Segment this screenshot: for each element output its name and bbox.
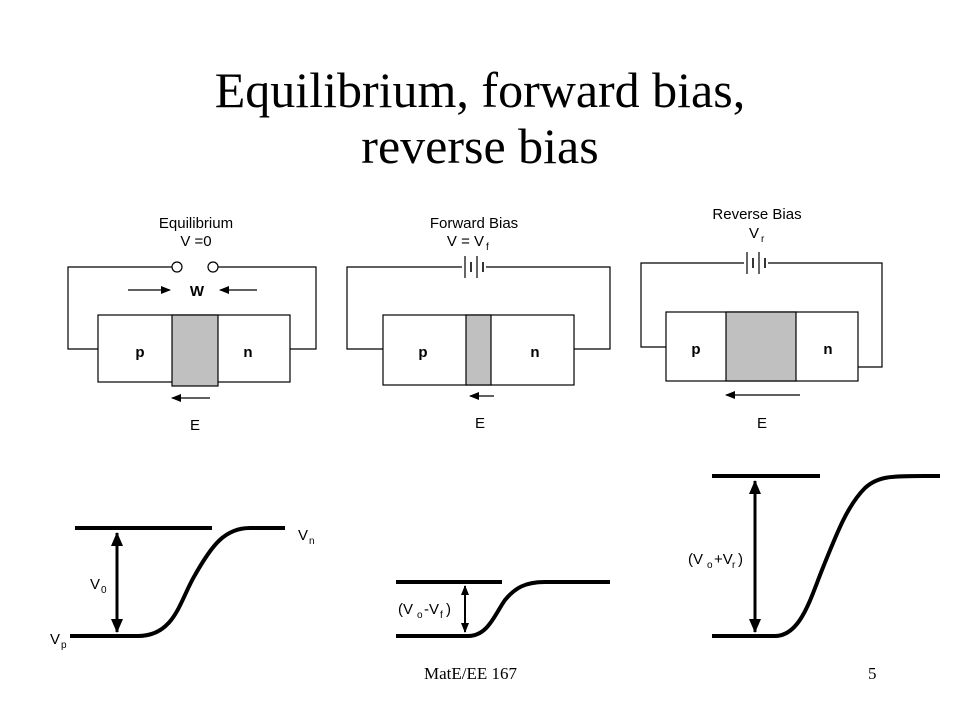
svg-text:(V: (V bbox=[688, 551, 703, 568]
svg-text:): ) bbox=[738, 551, 743, 568]
equilibrium-p-label: p bbox=[135, 344, 144, 361]
equilibrium-n-label: n bbox=[243, 344, 252, 361]
forward-voltage-sub: f bbox=[486, 242, 489, 253]
open-terminal-right-icon bbox=[207, 261, 219, 273]
footer-course: MatE/EE 167 bbox=[424, 664, 518, 683]
vn-label-sub: n bbox=[309, 536, 315, 547]
svg-text:o: o bbox=[707, 560, 713, 571]
v0-label: V bbox=[90, 576, 100, 593]
reverse-bias-panel: Reverse Bias V r p n E bbox=[640, 206, 883, 432]
equilibrium-circuit-wire bbox=[67, 266, 172, 350]
forward-barrier-label: (V o -V f ) bbox=[398, 601, 451, 621]
equilibrium-title: Equilibrium bbox=[159, 215, 233, 232]
vp-label: V bbox=[50, 631, 60, 648]
reverse-voltage-sub: r bbox=[761, 234, 765, 245]
reverse-voltage: V bbox=[749, 225, 759, 242]
reverse-barrier-label: (V o +V r ) bbox=[688, 551, 743, 571]
svg-text:r: r bbox=[732, 560, 736, 571]
forward-band-curve bbox=[396, 580, 610, 638]
reverse-battery-icon bbox=[746, 252, 766, 274]
equilibrium-field-label: E bbox=[190, 417, 200, 434]
open-terminal-left-icon bbox=[171, 261, 183, 273]
forward-circuit-wire-left bbox=[346, 266, 462, 350]
reverse-field-label: E bbox=[757, 415, 767, 432]
forward-field-label: E bbox=[475, 415, 485, 432]
reverse-n-label: n bbox=[823, 341, 832, 358]
reverse-circuit-wire-right bbox=[768, 262, 883, 368]
v0-label-sub: 0 bbox=[101, 585, 107, 596]
svg-text:o: o bbox=[417, 610, 423, 621]
equilibrium-circuit-wire-right bbox=[218, 266, 317, 350]
forward-n-label: n bbox=[530, 344, 539, 361]
forward-bias-panel: Forward Bias V = V f p n E bbox=[346, 215, 611, 432]
depletion-width-label: W bbox=[190, 283, 205, 300]
reverse-depletion-region bbox=[725, 311, 797, 382]
forward-depletion-region bbox=[465, 314, 492, 386]
slide-title-line-2: reverse bias bbox=[361, 118, 599, 174]
svg-text:+V: +V bbox=[714, 551, 733, 568]
forward-circuit-wire-right bbox=[486, 266, 611, 350]
equilibrium-depletion-region bbox=[171, 314, 219, 387]
svg-text:f: f bbox=[440, 610, 443, 621]
equilibrium-voltage: V =0 bbox=[180, 233, 211, 250]
reverse-title: Reverse Bias bbox=[712, 206, 801, 223]
reverse-band-diagram: (V o +V r ) bbox=[688, 474, 940, 638]
svg-text:(V: (V bbox=[398, 601, 413, 618]
page-number: 5 bbox=[868, 664, 877, 683]
reverse-band-curve bbox=[712, 474, 940, 638]
forward-title: Forward Bias bbox=[430, 215, 518, 232]
forward-band-diagram: (V o -V f ) bbox=[396, 580, 610, 638]
equilibrium-band-diagram: V n V 0 V p bbox=[50, 526, 315, 651]
slide-title-line-1: Equilibrium, forward bias, bbox=[214, 62, 746, 118]
equilibrium-panel: Equilibrium V =0 W p n E bbox=[67, 215, 317, 434]
vn-label: V bbox=[298, 527, 308, 544]
svg-text:-V: -V bbox=[424, 601, 439, 618]
equilibrium-band-curve bbox=[70, 526, 285, 638]
svg-text:): ) bbox=[446, 601, 451, 618]
vp-label-sub: p bbox=[61, 640, 67, 651]
forward-p-label: p bbox=[418, 344, 427, 361]
forward-battery-icon bbox=[464, 256, 484, 278]
reverse-circuit-wire-left bbox=[640, 262, 744, 348]
slide-title: Equilibrium, forward bias, reverse bias bbox=[0, 62, 960, 174]
forward-voltage: V = V bbox=[447, 233, 484, 250]
reverse-p-label: p bbox=[691, 341, 700, 358]
